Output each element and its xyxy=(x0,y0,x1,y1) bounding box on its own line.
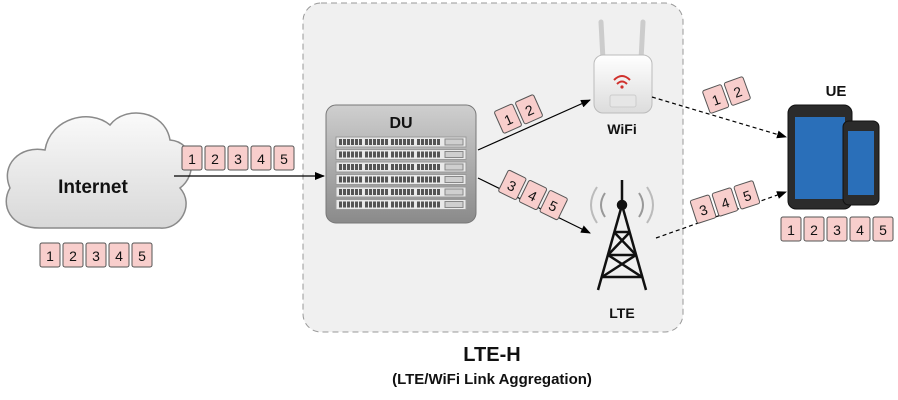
internet-cloud xyxy=(5,112,193,229)
group-title: LTE-H xyxy=(463,344,520,366)
packet-label: 5 xyxy=(138,248,146,264)
packet-box: 3 xyxy=(227,145,249,171)
packet-label: 4 xyxy=(257,151,265,167)
packet-box: 1 xyxy=(494,103,522,134)
packet-box: 2 xyxy=(515,94,543,125)
packet-box: 2 xyxy=(723,76,751,106)
packet-box: 2 xyxy=(62,242,84,268)
packet-box: 4 xyxy=(518,180,548,210)
packet-box: 1 xyxy=(702,84,730,114)
group-subtitle: (LTE/WiFi Link Aggregation) xyxy=(392,371,592,388)
wifi-router-icon xyxy=(593,19,653,114)
packet-box: 4 xyxy=(849,216,871,242)
ue-label: UE xyxy=(826,83,847,100)
packet-label: 4 xyxy=(856,222,864,238)
du-to-wifi-arrow xyxy=(477,99,591,151)
packet-label: 4 xyxy=(115,248,123,264)
packet-box: 2 xyxy=(204,145,226,171)
packet-box: 4 xyxy=(250,145,272,171)
packet-label: 5 xyxy=(280,151,288,167)
packet-box: 3 xyxy=(826,216,848,242)
ue-phones-icon xyxy=(787,104,880,210)
packet-box: 4 xyxy=(711,187,739,217)
lte-tower-icon xyxy=(590,180,654,291)
packet-box: 5 xyxy=(273,145,295,171)
packet-box: 1 xyxy=(181,145,203,171)
packet-box: 1 xyxy=(39,242,61,268)
lte-label: LTE xyxy=(609,305,634,321)
lte-to-ue-arrow xyxy=(655,191,787,239)
packet-label: 1 xyxy=(46,248,54,264)
packet-label: 5 xyxy=(879,222,887,238)
packet-box: 2 xyxy=(803,216,825,242)
wifi-label: WiFi xyxy=(607,121,636,137)
packet-box: 5 xyxy=(872,216,894,242)
packet-label: 2 xyxy=(211,151,219,167)
packet-label: 1 xyxy=(188,151,196,167)
packet-box: 5 xyxy=(733,180,761,210)
internet-label: Internet xyxy=(58,177,128,198)
packet-label: 3 xyxy=(92,248,100,264)
packet-box: 3 xyxy=(498,169,527,200)
wifi-to-ue-arrow xyxy=(651,96,787,139)
packet-box: 3 xyxy=(689,194,717,224)
packet-box: 5 xyxy=(131,242,153,268)
packet-label: 2 xyxy=(810,222,818,238)
packet-box: 4 xyxy=(108,242,130,268)
packet-label: 3 xyxy=(234,151,242,167)
packet-box: 5 xyxy=(539,190,568,221)
du-server xyxy=(325,104,477,224)
du-to-wifi-packets: 12 xyxy=(494,94,543,134)
lte-h-group-box xyxy=(302,2,684,333)
du-to-lte-packets: 345 xyxy=(498,169,568,221)
du-label: DU xyxy=(389,115,412,132)
packet-label: 1 xyxy=(787,222,795,238)
packet-box: 1 xyxy=(780,216,802,242)
packet-label: 3 xyxy=(833,222,841,238)
packet-label: 2 xyxy=(69,248,77,264)
packet-box: 3 xyxy=(85,242,107,268)
